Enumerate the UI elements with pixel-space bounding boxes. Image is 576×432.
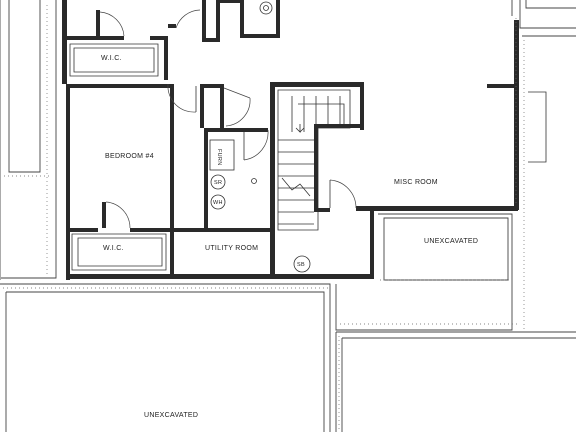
unexcavated-right-label: UNEXCAVATED — [424, 238, 478, 245]
wic-bottom: W.I.C. — [71, 233, 167, 271]
wic-top-label: W.I.C. — [101, 55, 122, 62]
bedroom-walls — [66, 84, 374, 280]
softener-label: SR — [214, 180, 222, 186]
utility-walls — [170, 82, 364, 278]
unexcavated-bottom-label: UNEXCAVATED — [144, 412, 198, 419]
misc-label: MISC ROOM — [394, 179, 438, 186]
wic-bottom-label: W.I.C. — [103, 245, 124, 252]
unexcavated-right: UNEXCAVATED — [335, 213, 518, 331]
unexcavated-bottom: UNEXCAVATED — [0, 283, 576, 432]
utility-label: UTILITY ROOM — [205, 245, 258, 252]
heater-label: WH — [213, 200, 223, 206]
stairs — [277, 89, 351, 231]
misc-walls — [314, 20, 519, 278]
right-foundation — [511, 0, 576, 330]
sump-label: SB — [297, 262, 305, 268]
wic-top: W.I.C. — [69, 43, 159, 77]
bedroom-label: BEDROOM #4 — [105, 153, 154, 160]
left-foundation — [0, 0, 57, 280]
mechanical: FURN SR WH SB — [209, 139, 311, 273]
upper-walls — [62, 0, 280, 84]
furnace-label: FURN — [216, 149, 222, 165]
